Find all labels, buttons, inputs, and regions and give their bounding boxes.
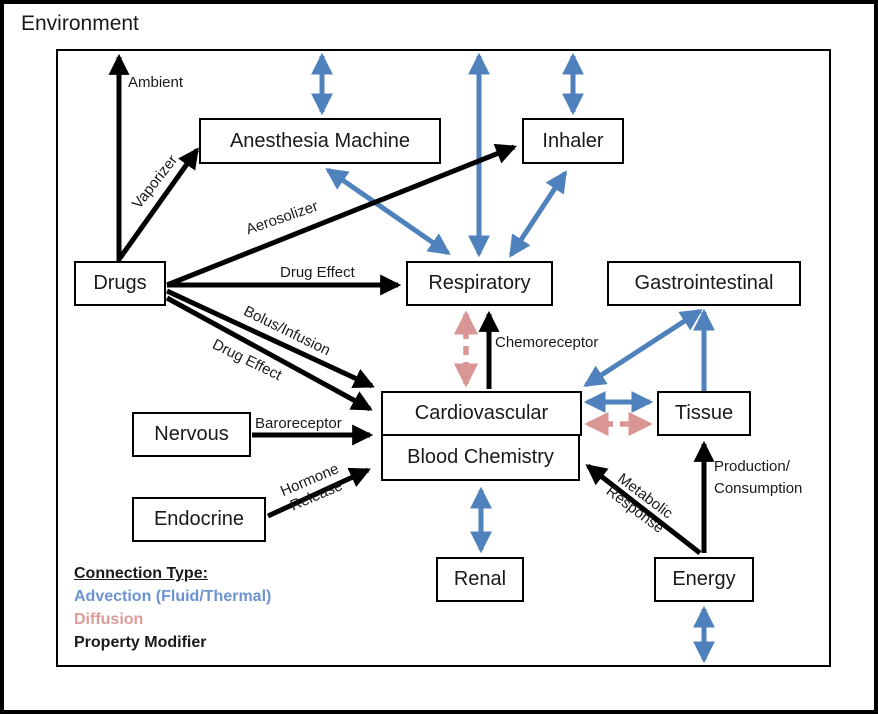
label-drug-effect-respiratory: Drug Effect [280, 264, 355, 281]
legend: Connection Type: Advection (Fluid/Therma… [74, 565, 271, 657]
environment-title: Environment [21, 12, 139, 35]
box-blood-chemistry: Blood Chemistry [381, 434, 580, 481]
edge-modifier-vaporizer [117, 147, 200, 260]
edge-modifier-drug-effect-cardiovascular [165, 295, 373, 412]
edge-advection-cardiovascular-gastrointestinal [583, 308, 703, 388]
label-baroreceptor: Baroreceptor [255, 415, 342, 432]
box-respiratory: Respiratory [406, 261, 553, 306]
legend-item-diffusion: Diffusion [74, 611, 144, 628]
label-production-consumption: Production/ Consumption [714, 456, 802, 500]
label-ambient: Ambient [128, 74, 184, 91]
diagram-arrows [108, 52, 716, 664]
legend-item-advection: Advection (Fluid/Thermal) [74, 588, 272, 605]
box-energy: Energy [654, 557, 754, 602]
box-renal: Renal [436, 557, 524, 602]
edge-advection-anesthesia-respiratory [325, 167, 451, 256]
edge-modifier-aerosolizer [166, 143, 517, 288]
label-chemoreceptor: Chemoreceptor [495, 334, 599, 351]
edge-modifier-bolus-infusion [165, 288, 375, 389]
legend-title: Connection Type: [74, 565, 208, 582]
label-production-line2: Consumption [714, 480, 803, 497]
box-anesthesia-machine: Anesthesia Machine [199, 118, 441, 164]
edge-modifier-metabolic-response [585, 464, 702, 555]
box-tissue: Tissue [657, 391, 751, 436]
box-endocrine: Endocrine [132, 497, 266, 542]
box-nervous: Nervous [132, 412, 251, 457]
label-production-line1: Production/ [714, 458, 790, 475]
legend-item-property-modifier: Property Modifier [74, 634, 207, 651]
edge-advection-inhaler-respiratory [508, 170, 568, 258]
box-inhaler: Inhaler [522, 118, 624, 164]
box-drugs: Drugs [74, 261, 166, 306]
box-gastrointestinal: Gastrointestinal [607, 261, 801, 306]
box-cardiovascular: Cardiovascular [381, 391, 582, 436]
edge-modifier-hormone-release [266, 467, 371, 519]
